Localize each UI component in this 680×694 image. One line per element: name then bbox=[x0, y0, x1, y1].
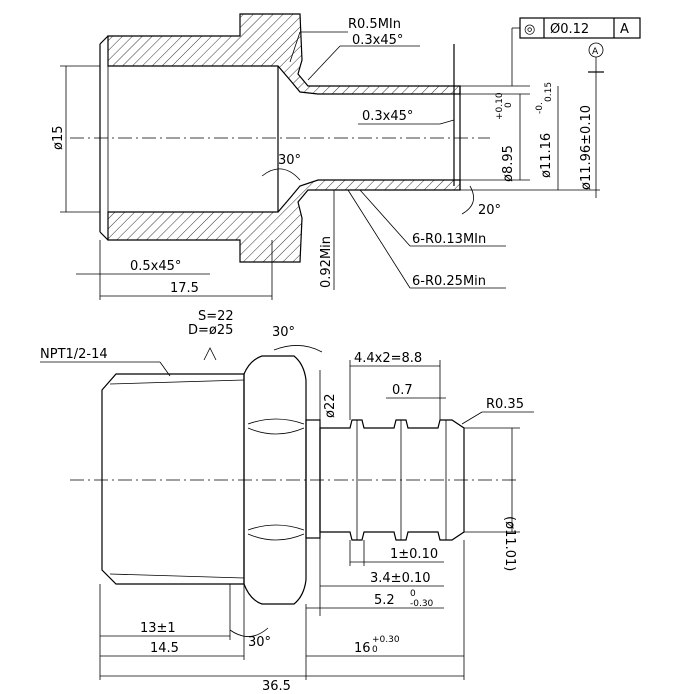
label-len-52-tol-upper: 0 bbox=[410, 589, 416, 599]
label-len-52: 5.2 bbox=[374, 593, 395, 608]
dim-dia-1101: (ø11.01) bbox=[502, 516, 517, 571]
hex-body bbox=[243, 355, 307, 605]
dim-len-175: 17.5 bbox=[170, 281, 199, 296]
leader-r013 bbox=[359, 189, 411, 247]
dim-dia-1116: ø11.16 bbox=[539, 133, 554, 178]
leader-r035 bbox=[461, 411, 483, 425]
label-chamfer-outer: 0.3x45° bbox=[352, 33, 403, 48]
label-hex-d: D=ø25 bbox=[188, 323, 233, 338]
dim-895-tol-lower: 0 bbox=[504, 102, 514, 108]
label-r013: 6-R0.13MIn bbox=[412, 232, 486, 247]
chamfer-bottom bbox=[99, 231, 109, 241]
dim-dia-895: ø8.95 bbox=[501, 145, 516, 182]
leader-r05-diag bbox=[289, 31, 301, 63]
dim-dia-15: ø15 bbox=[51, 126, 66, 151]
arc-30 bbox=[261, 168, 301, 181]
arc-30-bottom bbox=[229, 627, 269, 637]
gdt-tolerance: Ø0.12 bbox=[550, 22, 589, 37]
label-len-07: 0.7 bbox=[392, 383, 413, 398]
lower-wall-hatch bbox=[107, 179, 461, 263]
external-view: S=22 D=ø25 30° NPT1/2-14 4.4x2=8.8 ø22 0… bbox=[40, 309, 534, 694]
leader-r025 bbox=[347, 189, 411, 289]
dim-1116-tol-lower: 0.15 bbox=[544, 82, 554, 102]
leader-chamfer-outer-diag bbox=[307, 45, 341, 81]
label-len-16-tol-upper: +0.30 bbox=[372, 635, 400, 645]
gdt-concentricity-icon: ◎ bbox=[524, 22, 535, 37]
label-chamfer-05: 0.5x45° bbox=[130, 259, 181, 274]
label-chamfer-inner: 0.3x45° bbox=[362, 109, 413, 124]
thread-root-top bbox=[109, 379, 245, 385]
hex-edge-1 bbox=[247, 418, 305, 425]
label-len-13: 13±1 bbox=[140, 621, 176, 636]
upper-wall-hatch bbox=[107, 13, 461, 95]
dim-dia-1196: ø11.96±0.10 bbox=[579, 105, 594, 190]
label-len-16: 16 bbox=[354, 641, 371, 656]
hex-edge-3 bbox=[247, 524, 305, 531]
label-len-52-tol-lower: -0.30 bbox=[410, 599, 434, 609]
arc-30-top bbox=[273, 345, 323, 353]
dim-092min: 0.92Min bbox=[319, 236, 334, 288]
gdt-datum-ref: A bbox=[620, 22, 629, 37]
label-hex-s: S=22 bbox=[198, 309, 234, 324]
thread-body bbox=[101, 373, 245, 585]
label-angle-20: 20° bbox=[478, 203, 501, 218]
collar bbox=[305, 419, 321, 539]
label-len-1: 1±0.10 bbox=[390, 547, 438, 562]
hex-edge-2 bbox=[247, 427, 305, 435]
label-r025: 6-R0.25Min bbox=[412, 274, 486, 289]
label-thread: NPT1/2-14 bbox=[40, 347, 108, 362]
label-len-365: 36.5 bbox=[262, 679, 291, 694]
dim-1116-tol-upper: -0. bbox=[535, 102, 545, 114]
label-angle-30-top: 30° bbox=[272, 325, 295, 340]
section-view: ø15 R0.5MIn 0.3x45° 0.3x45° 30° 20° ø8.9… bbox=[51, 13, 641, 300]
thread-leader-diag bbox=[159, 361, 171, 377]
label-len-145: 14.5 bbox=[150, 641, 179, 656]
datum-label: A bbox=[592, 47, 599, 57]
hex-d-marker bbox=[203, 347, 217, 361]
label-pitch: 4.4x2=8.8 bbox=[354, 351, 422, 366]
thread-root-bottom bbox=[109, 573, 245, 579]
label-angle-30: 30° bbox=[278, 153, 301, 168]
arc-20 bbox=[461, 185, 474, 215]
hex-edge-4 bbox=[247, 533, 305, 541]
dim-dia-22: ø22 bbox=[323, 394, 338, 419]
label-len-34: 3.4±0.10 bbox=[370, 571, 431, 586]
leader-chamfer-inner-tip bbox=[439, 119, 455, 125]
chamfer-top bbox=[99, 35, 109, 45]
label-angle-30-bottom: 30° bbox=[248, 635, 271, 650]
label-r05min: R0.5MIn bbox=[348, 17, 401, 32]
dim-895-tol-upper: +0.10 bbox=[495, 92, 505, 120]
label-len-16-tol-lower: 0 bbox=[372, 645, 378, 655]
label-r035: R0.35 bbox=[486, 397, 524, 412]
